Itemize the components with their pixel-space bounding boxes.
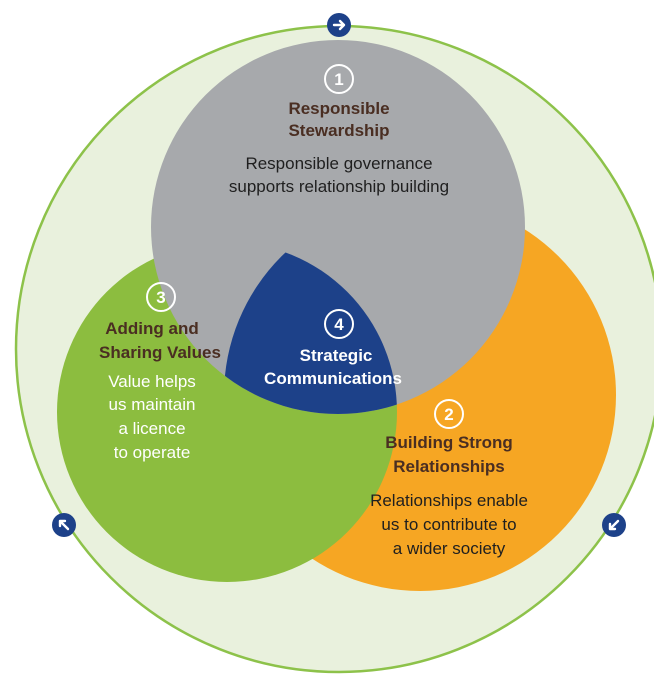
desc-relationships-line1: Relationships enable [370, 491, 528, 510]
svg-text:2: 2 [444, 405, 453, 424]
desc-values-line1: Value helps [108, 372, 196, 391]
title-relationships-line2: Relationships [393, 457, 504, 476]
center-strategic-communications [224, 242, 397, 414]
desc-responsible-line1: Responsible governance [245, 154, 432, 173]
title-center-line1: Strategic [300, 346, 373, 365]
title-responsible-line1: Responsible [288, 99, 389, 118]
title-responsible-line2: Stewardship [288, 121, 389, 140]
arrow-right-icon[interactable] [327, 13, 351, 37]
desc-values-line4: to operate [114, 443, 191, 462]
svg-text:1: 1 [334, 70, 343, 89]
arrow-up-left-icon[interactable] [52, 513, 76, 537]
number-badge-4: 4 [324, 309, 354, 339]
number-badge-3: 3 [146, 282, 176, 312]
number-badge-2: 2 [434, 399, 464, 429]
desc-values-line3: a licence [118, 419, 185, 438]
desc-values-line2: us maintain [109, 395, 196, 414]
title-center-line2: Communications [264, 369, 402, 388]
svg-text:4: 4 [334, 315, 344, 334]
desc-relationships-line3: a wider society [393, 539, 506, 558]
title-values-line2: Sharing Values [99, 343, 221, 362]
desc-relationships-line2: us to contribute to [381, 515, 516, 534]
title-values-line1: Adding and [105, 319, 198, 338]
title-relationships-line1: Building Strong [385, 433, 512, 452]
svg-text:3: 3 [156, 288, 165, 307]
desc-responsible-line2: supports relationship building [229, 177, 449, 196]
arrow-down-left-icon[interactable] [602, 513, 626, 537]
number-badge-1: 1 [324, 64, 354, 94]
